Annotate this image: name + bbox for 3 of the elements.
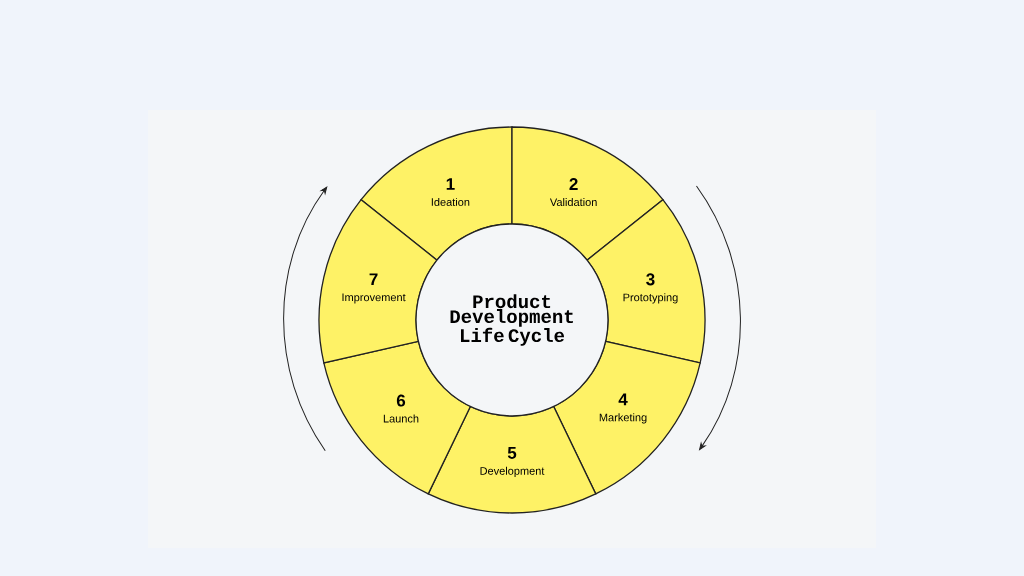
ring-segment: 5 Development: [427, 405, 597, 514]
ring-segment: 1 Ideation: [360, 126, 513, 261]
ring-segment: 2 Validation: [511, 126, 664, 261]
